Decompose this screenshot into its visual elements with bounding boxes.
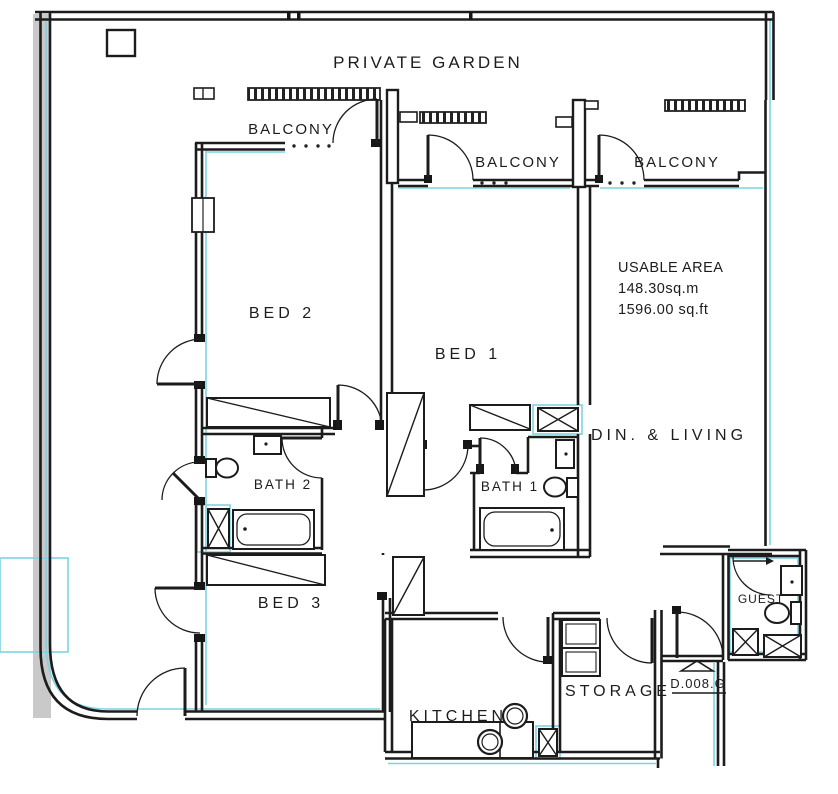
wall-piers [105,12,599,233]
wardrobe-bed2 [206,397,331,428]
kitchen-sink-round-1 [501,702,529,730]
label-usable-area-metric: 148.30sq.m [618,281,699,297]
shaft-kitchen [538,728,558,757]
label-usable-area-imperial: 1596.00 sq.ft [618,302,708,318]
kitchen-sink-round-2 [476,728,504,756]
label-entry-door-code: D.008.G [670,676,725,691]
hall-closet-lower [392,556,425,616]
wardrobe-bed3 [206,554,326,586]
entry-marker [672,660,726,694]
balcony-railings [247,87,746,124]
label-din-living: DIN. & LIVING [591,427,747,444]
bathtub-bath1 [479,507,565,551]
label-kitchen: KITCHEN [409,708,507,725]
label-bed-3: BED 3 [258,595,324,612]
railing-2 [419,111,487,124]
exterior-concrete-band [33,14,51,718]
storage-shelving [561,619,601,677]
sliding-door-arrow [733,557,774,565]
wardrobes [206,392,531,616]
walls [35,10,808,768]
sink-bath1 [555,439,575,469]
shaft-bath1 [537,407,579,432]
label-balcony-2: BALCONY [475,154,561,171]
balcony-divider-2 [571,98,587,189]
threshold-dots [292,144,636,185]
railing-3 [664,99,746,112]
label-bed-1: BED 1 [435,346,501,363]
bathtubs [232,507,565,551]
top-wall-box [105,28,137,58]
toilet-bath2 [205,457,239,479]
sink-guest [780,565,803,596]
entry-triangle-icon [678,660,716,672]
toilet-guest [764,601,802,625]
label-storage: STORAGE [565,683,671,700]
label-guest: GUEST [738,592,784,606]
label-bath-2: BATH 2 [254,477,312,492]
label-balcony-3: BALCONY [634,154,720,171]
service-shafts [207,407,802,757]
hall-closet-upper [386,392,425,497]
label-balcony-1: BALCONY [248,121,334,138]
label-private-garden: PRIVATE GARDEN [333,53,523,72]
toilet-bath1 [543,476,579,498]
wardrobe-bed1 [469,404,531,431]
mini-planter [193,87,215,100]
door-swing-arcs [136,98,772,717]
sinks [253,435,803,596]
kitchen-counter [411,702,534,759]
label-bed-2: BED 2 [249,305,315,322]
balcony-divider-1 [385,88,400,185]
bathtub-bath2 [232,509,315,550]
railing-1 [247,87,381,101]
sink-bath2 [253,435,282,455]
shaft-guest-1 [732,628,759,656]
label-usable-area-heading: USABLE AREA [618,260,723,276]
label-bath-1: BATH 1 [481,479,539,494]
shaft-guest-2 [763,634,802,658]
shaft-bath2 [207,508,230,549]
toilets [205,457,802,625]
